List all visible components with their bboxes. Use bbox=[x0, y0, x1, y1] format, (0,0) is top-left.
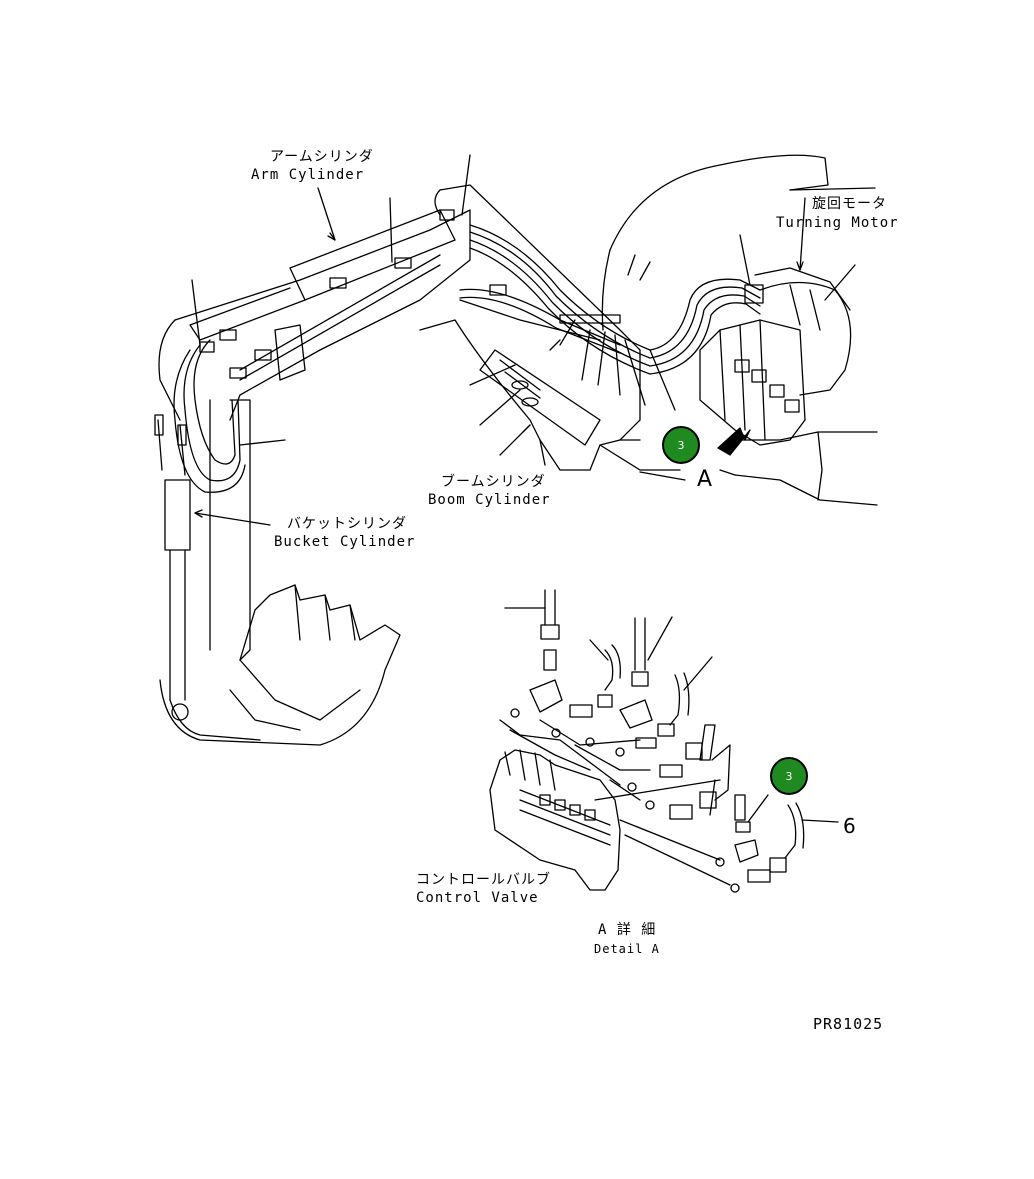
arm-cylinder-label-jp: アームシリンダ bbox=[270, 149, 374, 165]
figure-code: PR81025 bbox=[813, 1015, 884, 1033]
turning-motor-assembly bbox=[699, 267, 852, 446]
detail-fittings bbox=[510, 589, 805, 893]
upper-structure bbox=[601, 154, 878, 506]
bucket-cylinder bbox=[154, 414, 191, 701]
control-valve-label-jp: コントロールバルブ bbox=[416, 872, 551, 888]
view-arrow bbox=[717, 427, 751, 456]
turning-motor-label-jp: 旋回モータ bbox=[812, 196, 887, 212]
arm bbox=[158, 209, 471, 661]
arm-cylinder-label-en: Arm Cylinder bbox=[251, 167, 365, 183]
bucket-cylinder-label-en: Bucket Cylinder bbox=[274, 534, 416, 550]
detail-connection-lines bbox=[499, 719, 731, 886]
turning-motor-label-en: Turning Motor bbox=[776, 215, 899, 231]
hose-fittings bbox=[199, 209, 621, 379]
detail-title-jp: A 詳 細 bbox=[598, 922, 657, 938]
detail-title-en: Detail A bbox=[594, 942, 660, 956]
boom-cylinder-label-jp: ブームシリンダ bbox=[441, 474, 546, 490]
callout-marker-3[interactable]: 3 bbox=[662, 426, 700, 464]
bucket-cylinder-label-jp: バケットシリンダ bbox=[287, 516, 407, 532]
hose-bundle bbox=[173, 224, 761, 493]
detail-leaders bbox=[504, 607, 839, 823]
bucket bbox=[159, 584, 401, 746]
boom bbox=[419, 184, 681, 471]
control-valve bbox=[489, 749, 621, 891]
boom-cylinder-label-en: Boom Cylinder bbox=[428, 492, 551, 508]
view-letter: A bbox=[697, 467, 713, 492]
part-number-6: 6 bbox=[843, 814, 856, 838]
control-valve-label-en: Control Valve bbox=[416, 890, 539, 906]
boom-cylinder bbox=[479, 349, 601, 446]
arm-cylinder bbox=[189, 209, 456, 341]
callout-marker-3[interactable]: 3 bbox=[770, 757, 808, 795]
leader-lines bbox=[191, 154, 856, 526]
